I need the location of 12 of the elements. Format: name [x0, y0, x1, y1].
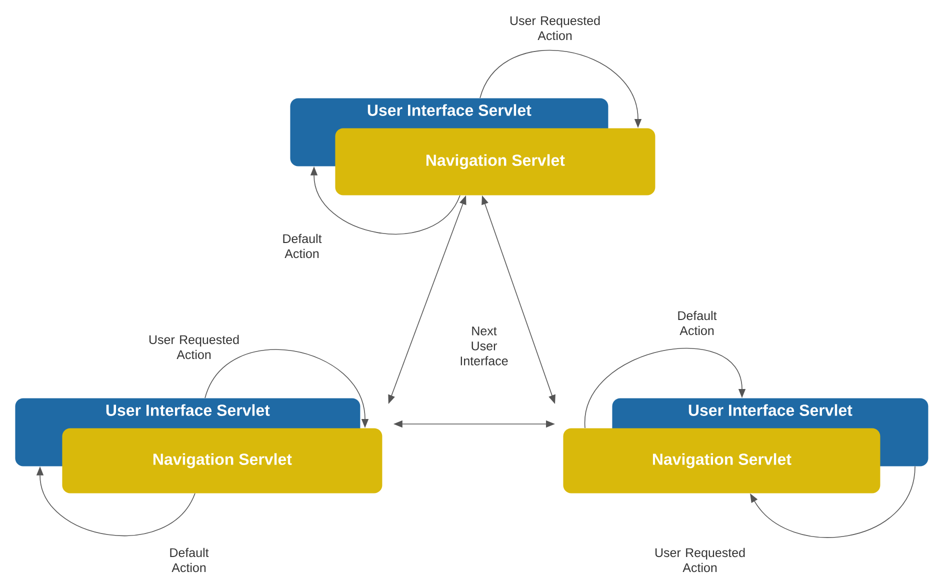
edge-label: Default Action	[678, 310, 717, 336]
edge-label: User Requested Action	[510, 16, 600, 40]
servlet-box: Navigation Servlet	[563, 428, 880, 494]
edge-label: User Requested Action	[655, 548, 745, 572]
servlet-box: Navigation Servlet	[62, 428, 382, 494]
arrow	[750, 466, 916, 538]
edge-label: Default Action	[170, 548, 209, 572]
arrow	[584, 348, 746, 428]
servlet-box: Navigation Servlet	[335, 128, 656, 196]
edge-label: Default Action	[283, 234, 322, 258]
edge-label: User Requested Action	[149, 334, 239, 360]
triangle-label: Next User Interface	[460, 326, 508, 366]
